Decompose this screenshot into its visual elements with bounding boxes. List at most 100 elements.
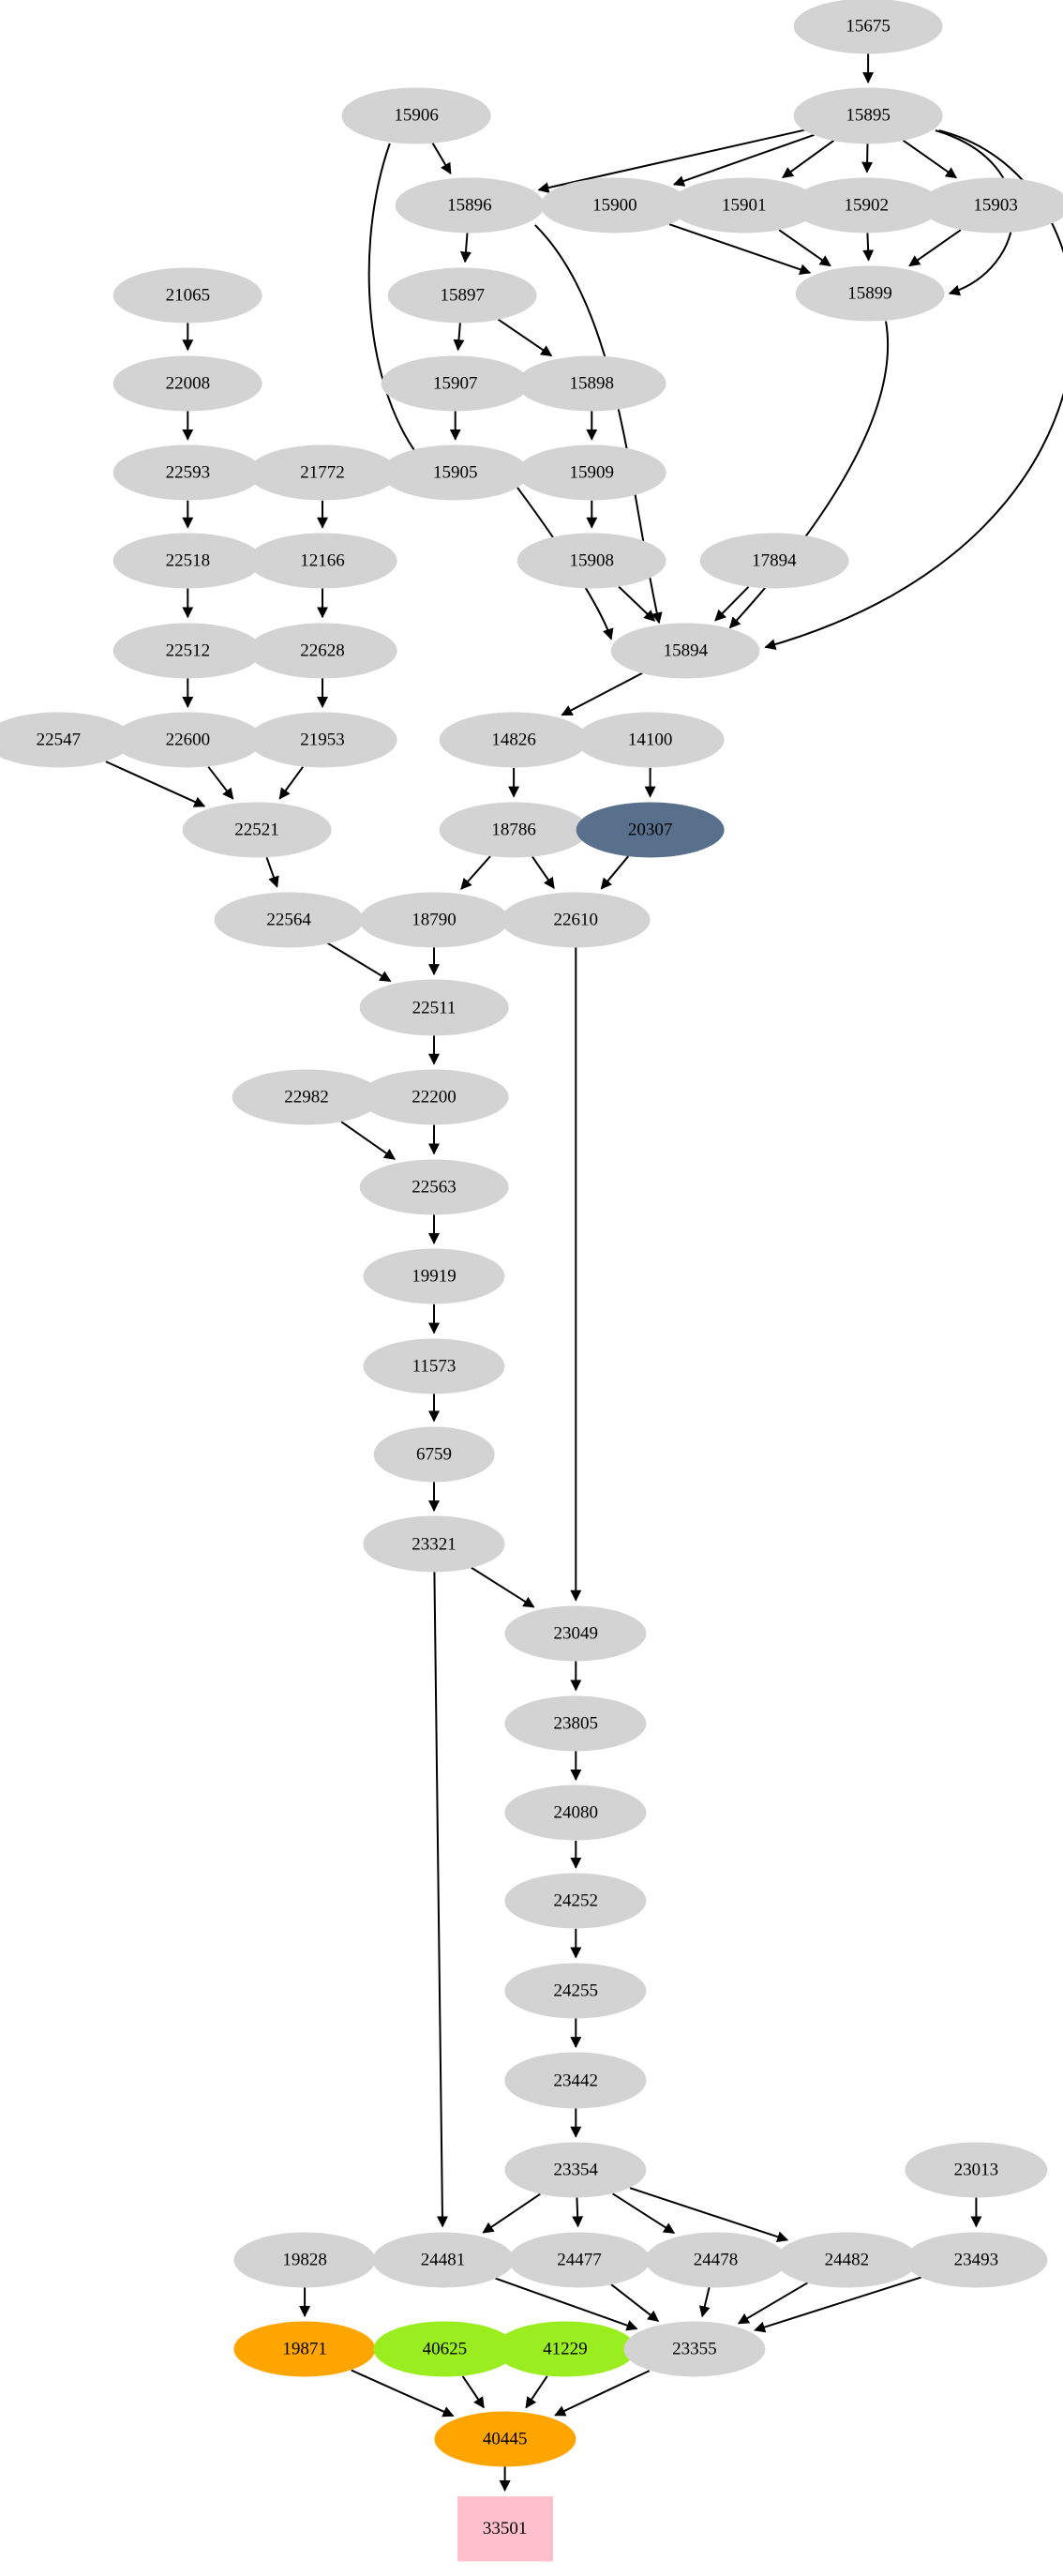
graph-node-15897[interactable]: 15897 xyxy=(387,267,537,324)
graph-node-15894[interactable]: 15894 xyxy=(611,623,760,679)
graph-node-15907[interactable]: 15907 xyxy=(381,355,531,412)
graph-node-14100[interactable]: 14100 xyxy=(576,712,725,768)
graph-node-15909[interactable]: 15909 xyxy=(517,444,666,501)
graph-node-24481[interactable]: 24481 xyxy=(371,2232,515,2288)
graph-node-label-15899: 15899 xyxy=(847,283,892,304)
graph-node-22564[interactable]: 22564 xyxy=(214,892,364,948)
graph-edge-23321-to-24481 xyxy=(433,1571,448,2228)
graph-node-label-24080: 24080 xyxy=(553,1802,599,1823)
graph-node-21065[interactable]: 21065 xyxy=(112,267,262,324)
graph-node-label-23354: 23354 xyxy=(553,2160,599,2180)
graph-node-label-15909: 15909 xyxy=(569,462,615,483)
graph-edge-15902-to-15899 xyxy=(862,233,875,262)
graph-node-22563[interactable]: 22563 xyxy=(359,1159,509,1215)
graph-edge-23354-to-24478 xyxy=(612,2192,676,2235)
graph-node-15903[interactable]: 15903 xyxy=(921,177,1063,233)
graph-edge-23321-to-23049 xyxy=(471,1566,535,1608)
graph-node-15906[interactable]: 15906 xyxy=(341,87,491,143)
edges-group xyxy=(105,53,1063,2492)
graph-node-22511[interactable]: 22511 xyxy=(359,979,509,1036)
graph-node-33501[interactable]: 33501 xyxy=(457,2495,553,2562)
graph-edge-22547-to-22521 xyxy=(105,761,206,807)
graph-node-15895[interactable]: 15895 xyxy=(793,87,943,143)
graph-node-41229[interactable]: 41229 xyxy=(494,2321,636,2377)
graph-node-23321[interactable]: 23321 xyxy=(363,1515,505,1573)
graph-node-20307[interactable]: 20307 xyxy=(576,802,725,858)
graph-node-label-21953: 21953 xyxy=(300,730,345,750)
graph-edge-22982-to-22563 xyxy=(340,1121,396,1160)
graph-edge-15903-to-15899 xyxy=(908,229,962,267)
graph-node-22512[interactable]: 22512 xyxy=(112,623,262,679)
graph-node-15899[interactable]: 15899 xyxy=(795,265,945,322)
graph-node-23805[interactable]: 23805 xyxy=(504,1695,647,1752)
graph-node-label-11573: 11573 xyxy=(412,1356,457,1377)
graph-node-23442[interactable]: 23442 xyxy=(504,2052,647,2109)
graph-edge-15901-to-15899 xyxy=(778,229,831,267)
graph-node-label-41229: 41229 xyxy=(543,2339,588,2359)
graph-node-23355[interactable]: 23355 xyxy=(623,2321,766,2377)
graph-node-15900[interactable]: 15900 xyxy=(540,177,690,233)
graph-node-24080[interactable]: 24080 xyxy=(504,1785,647,1841)
graph-node-22593[interactable]: 22593 xyxy=(112,444,262,501)
graph-node-15905[interactable]: 15905 xyxy=(381,444,531,501)
graph-node-24255[interactable]: 24255 xyxy=(504,1963,647,2019)
graph-node-22982[interactable]: 22982 xyxy=(232,1069,382,1125)
graph-node-label-18786: 18786 xyxy=(491,820,536,840)
graph-node-22521[interactable]: 22521 xyxy=(182,802,332,858)
graph-node-18786[interactable]: 18786 xyxy=(439,802,589,858)
graph-node-24477[interactable]: 24477 xyxy=(508,2232,651,2288)
graph-node-18790[interactable]: 18790 xyxy=(359,892,509,948)
graph-node-24478[interactable]: 24478 xyxy=(644,2232,787,2288)
graph-edge-24477-to-23355 xyxy=(610,2283,660,2322)
graph-node-15896[interactable]: 15896 xyxy=(395,177,545,233)
graph-node-label-22600: 22600 xyxy=(165,730,211,750)
graph-node-17894[interactable]: 17894 xyxy=(699,533,849,589)
graph-node-23013[interactable]: 23013 xyxy=(905,2142,1047,2198)
graph-node-label-24255: 24255 xyxy=(553,1981,599,2001)
graph-node-23354[interactable]: 23354 xyxy=(504,2142,647,2198)
graph-node-14826[interactable]: 14826 xyxy=(439,712,589,768)
graph-node-label-20307: 20307 xyxy=(627,820,673,840)
graph-node-12166[interactable]: 12166 xyxy=(247,533,397,589)
graph-node-22518[interactable]: 22518 xyxy=(112,533,262,589)
graph-edge-17894-to-15894 xyxy=(714,586,750,622)
graph-node-23049[interactable]: 23049 xyxy=(504,1605,647,1662)
graph-node-6759[interactable]: 6759 xyxy=(373,1426,495,1483)
graph-node-22200[interactable]: 22200 xyxy=(359,1069,509,1125)
graph-node-label-15896: 15896 xyxy=(447,195,492,216)
graph-edge-40625-to-40445 xyxy=(461,2375,485,2409)
graph-node-15908[interactable]: 15908 xyxy=(517,533,666,589)
graph-node-22008[interactable]: 22008 xyxy=(112,355,262,412)
graph-node-label-23493: 23493 xyxy=(953,2250,999,2270)
graph-node-22600[interactable]: 22600 xyxy=(112,712,262,768)
graph-node-label-21065: 21065 xyxy=(165,285,211,306)
graph-node-24482[interactable]: 24482 xyxy=(775,2232,918,2288)
graph-node-label-40625: 40625 xyxy=(422,2339,468,2359)
graph-node-15675[interactable]: 15675 xyxy=(793,0,943,54)
graph-node-21772[interactable]: 21772 xyxy=(247,444,397,501)
graph-node-15898[interactable]: 15898 xyxy=(517,355,666,412)
graph-node-24252[interactable]: 24252 xyxy=(504,1873,647,1929)
graph-node-19871[interactable]: 19871 xyxy=(233,2321,376,2377)
graph-node-19828[interactable]: 19828 xyxy=(233,2232,376,2288)
graph-node-label-24252: 24252 xyxy=(553,1891,599,1911)
graph-node-label-24477: 24477 xyxy=(557,2250,602,2270)
graph-node-label-22563: 22563 xyxy=(412,1177,457,1198)
graph-node-19919[interactable]: 19919 xyxy=(363,1248,505,1304)
graph-node-15902[interactable]: 15902 xyxy=(791,177,941,233)
graph-edge-15895-to-15901 xyxy=(782,139,835,179)
graph-node-22628[interactable]: 22628 xyxy=(247,623,397,679)
graph-node-23493[interactable]: 23493 xyxy=(905,2232,1047,2288)
graph-node-40445[interactable]: 40445 xyxy=(434,2411,576,2467)
graph-node-22547[interactable]: 22547 xyxy=(0,712,133,768)
graph-edge-15896-to-15897 xyxy=(459,233,472,264)
graph-node-22610[interactable]: 22610 xyxy=(501,892,651,948)
graph-edge-15908-to-15894 xyxy=(618,585,656,622)
graph-node-label-40445: 40445 xyxy=(482,2429,528,2449)
graph-node-label-33501: 33501 xyxy=(482,2519,528,2539)
graph-node-11573[interactable]: 11573 xyxy=(363,1338,505,1394)
graph-edge-15895-to-15903 xyxy=(902,139,958,179)
graph-edge-19871-to-40445 xyxy=(351,2369,455,2418)
graph-node-21953[interactable]: 21953 xyxy=(247,712,397,768)
graph-node-label-22564: 22564 xyxy=(266,910,311,930)
